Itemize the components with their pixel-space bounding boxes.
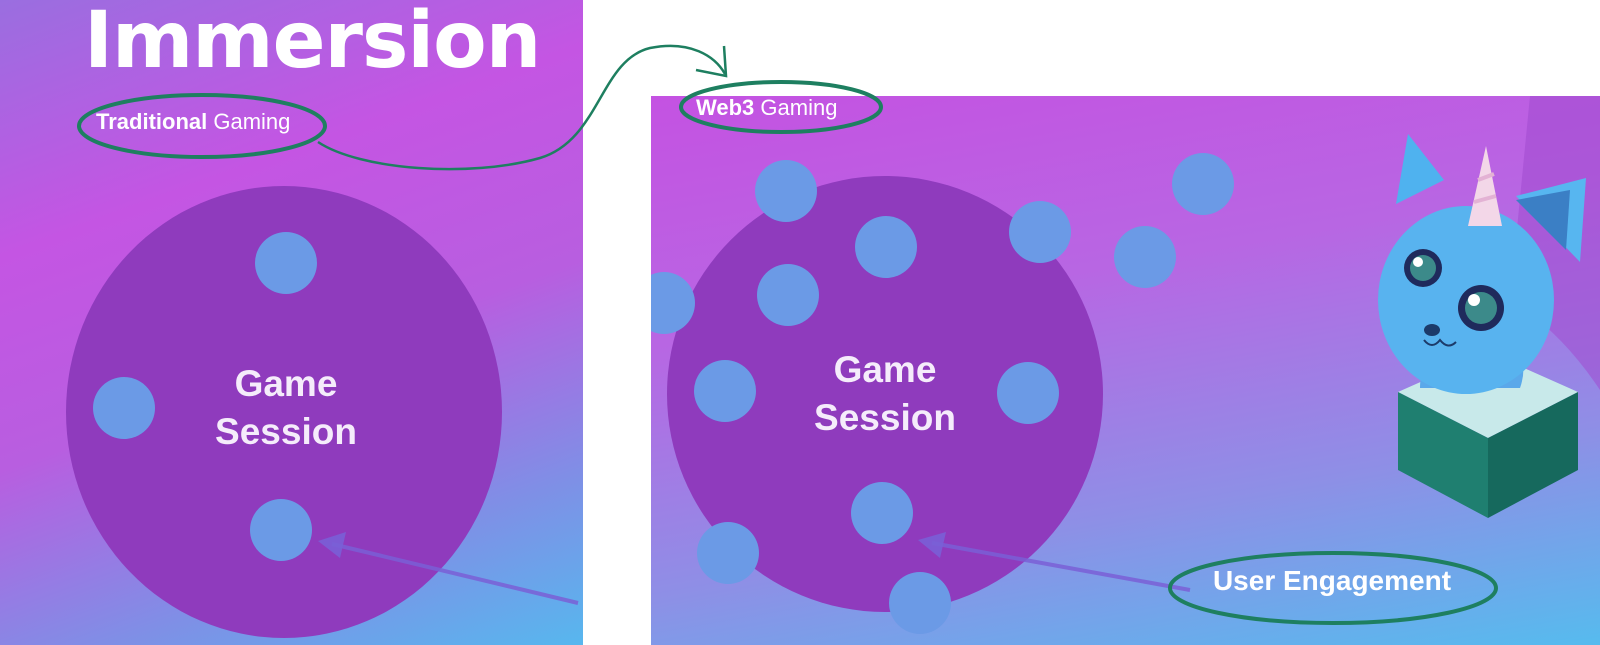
traditional-gaming-panel: Game Session — [0, 0, 583, 645]
player-dot — [889, 572, 951, 634]
game-session-label: Game Session — [166, 360, 406, 456]
player-dot — [855, 216, 917, 278]
web3-gaming-panel: Game Session — [651, 96, 1600, 645]
tag-rest-text: Gaming — [213, 109, 291, 134]
game-session-label-line2: Session — [215, 411, 357, 452]
player-dot — [1009, 201, 1071, 263]
web3-gaming-tag: Web3 Gaming — [696, 95, 837, 121]
user-engagement-label: User Engagement — [1212, 565, 1452, 596]
player-dot — [697, 522, 759, 584]
player-dot — [997, 362, 1059, 424]
tag-bold-text: Traditional — [96, 109, 208, 134]
page-title: Immersion — [84, 0, 541, 86]
traditional-gaming-tag: Traditional Gaming — [96, 109, 290, 135]
player-dot — [1172, 153, 1234, 215]
game-session-label: Game Session — [765, 346, 1005, 442]
game-session-label-line1: Game — [234, 363, 338, 404]
player-dot — [250, 499, 312, 561]
player-dot — [1114, 226, 1176, 288]
player-dot — [93, 377, 155, 439]
player-dot — [694, 360, 756, 422]
tag-bold-text: Web3 — [696, 95, 755, 120]
player-dot — [255, 232, 317, 294]
tag-rest-text: Gaming — [760, 95, 838, 120]
player-dot — [757, 264, 819, 326]
player-dot — [755, 160, 817, 222]
game-session-label-line1: Game — [833, 349, 937, 390]
game-session-label-line2: Session — [814, 397, 956, 438]
player-dot — [851, 482, 913, 544]
